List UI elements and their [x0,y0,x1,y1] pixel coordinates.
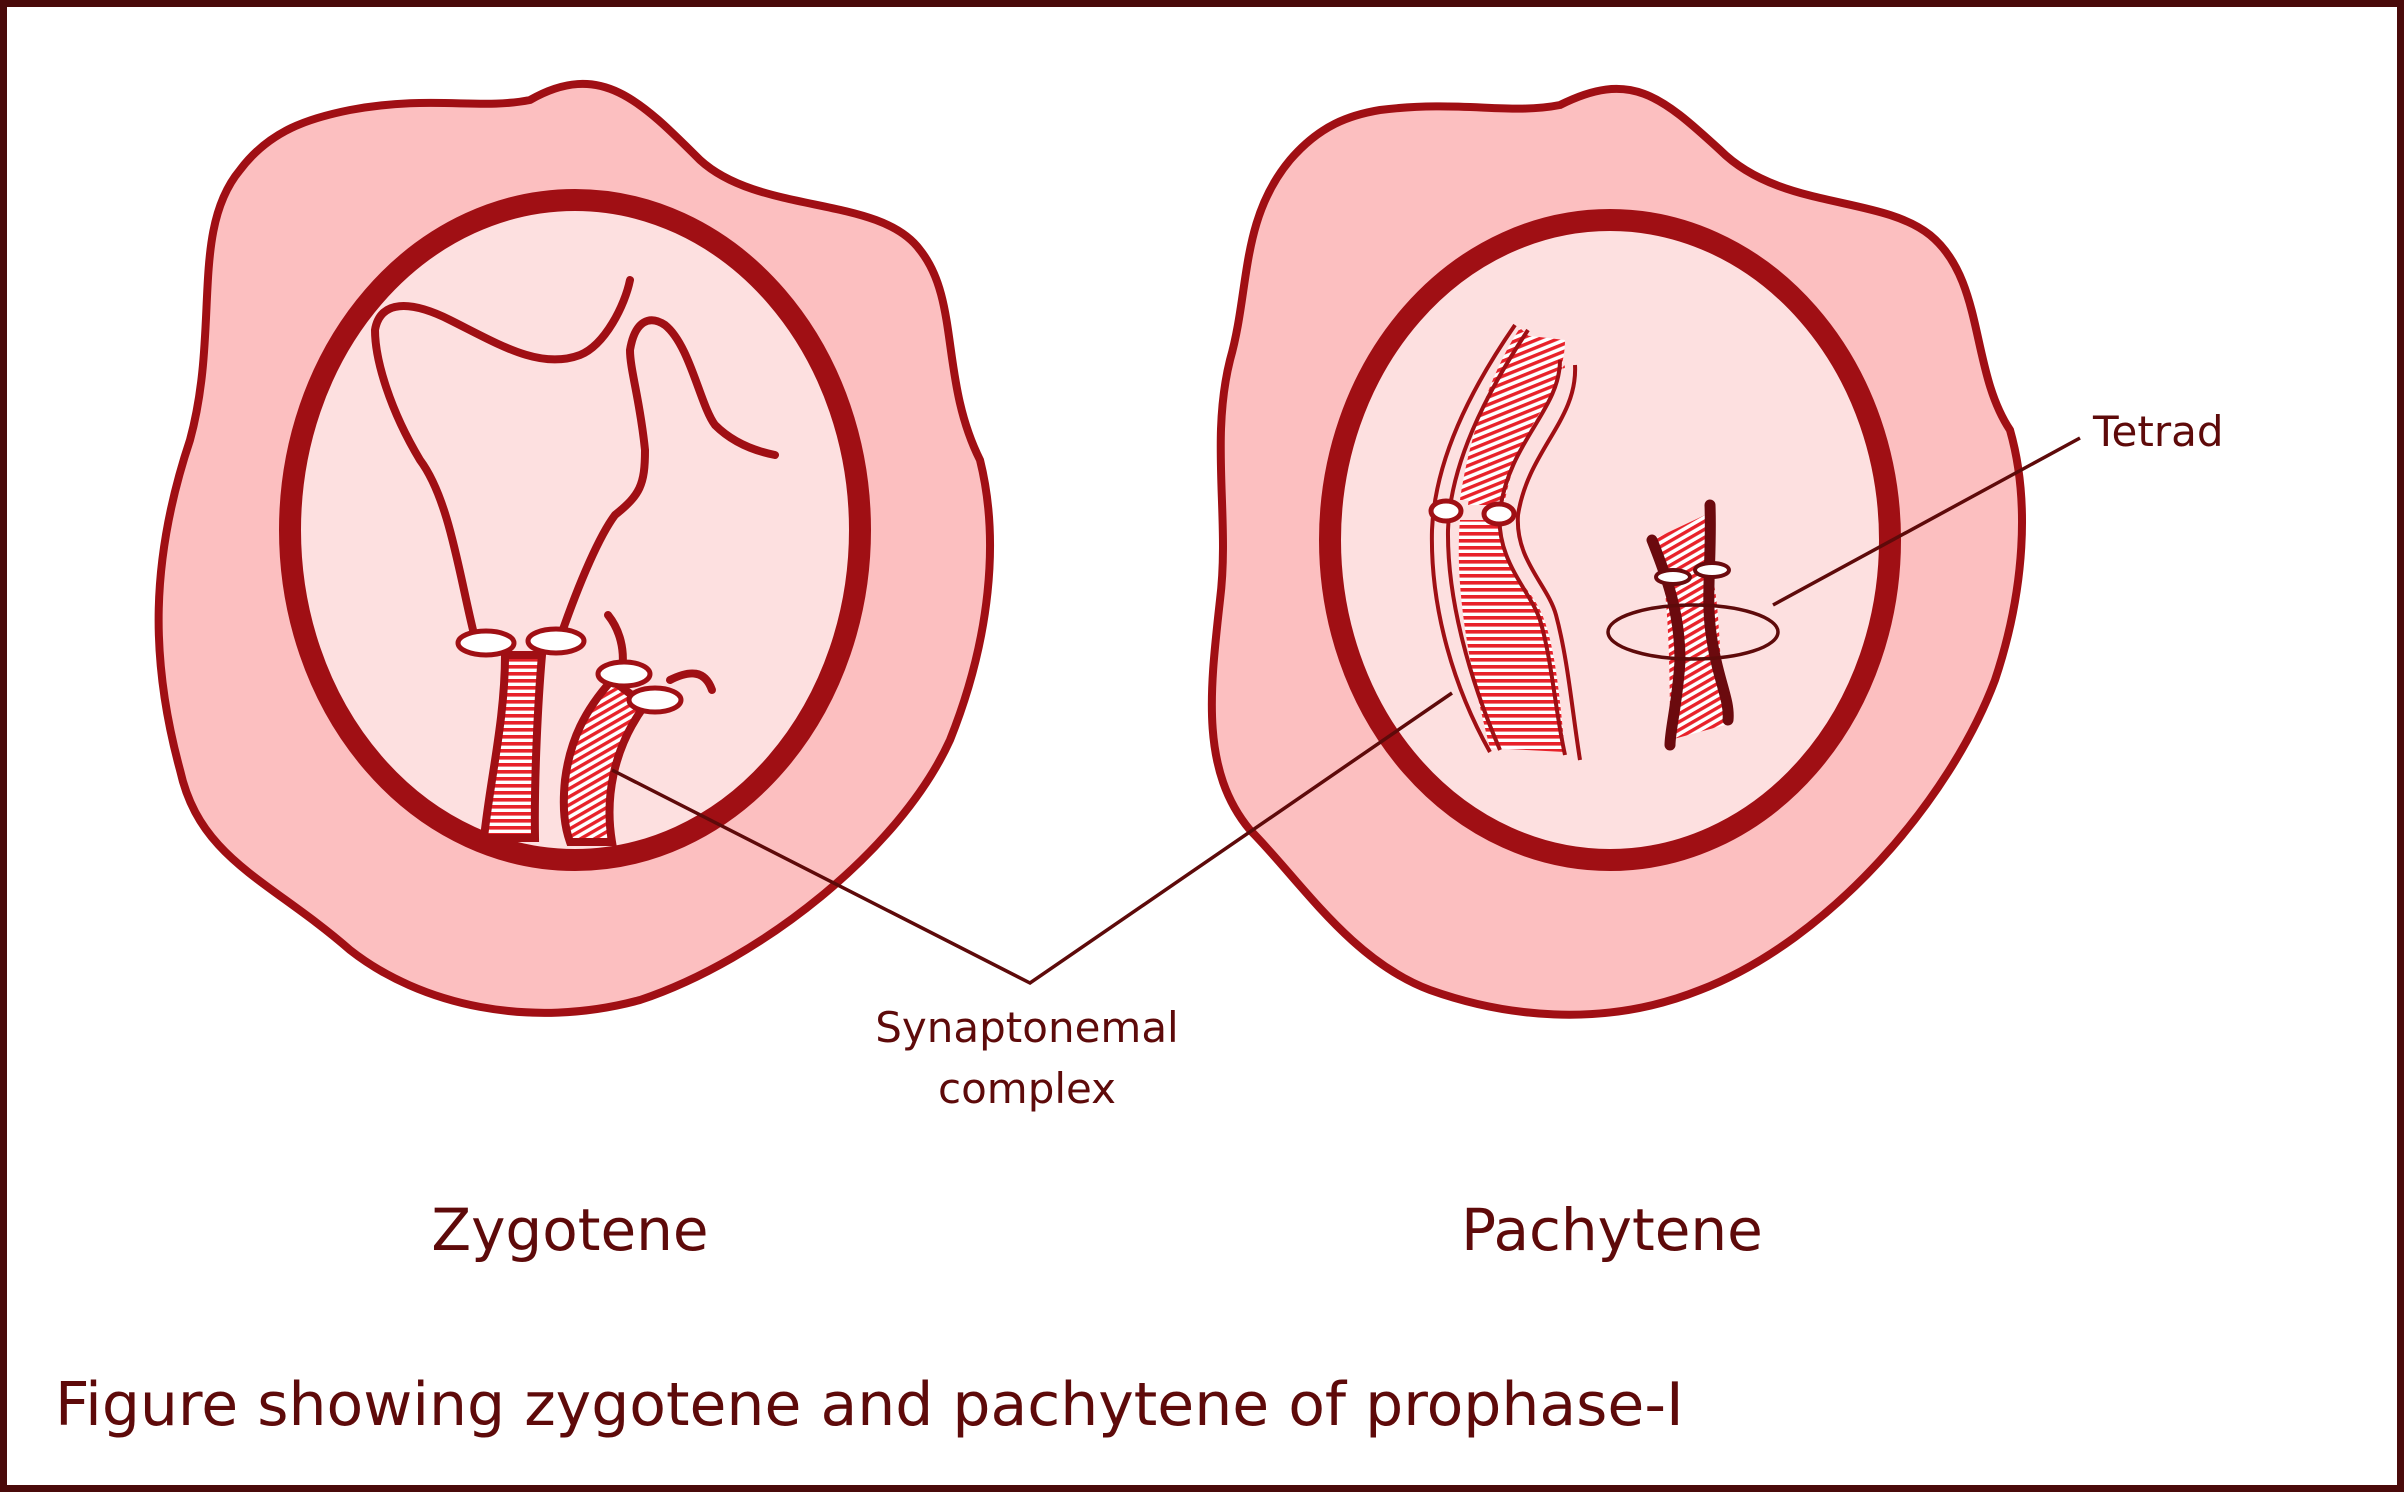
pachytene-centromere [1428,498,1464,524]
zygotene-centromere [455,628,517,658]
tetrad-leader-line [1772,436,2081,607]
synaptonemal-label-line2: complex [938,1064,1116,1113]
zygotene-centromere [525,626,587,656]
tetrad-highlight-ellipse [1606,603,1780,661]
synaptonemal-label-line1: Synaptonemal [875,1003,1178,1052]
pachytene-synapsis-lower [1458,520,1565,752]
pachytene-nucleus [1319,209,1901,871]
pachytene-strand-outer-right [1515,364,1582,761]
tetrad-chromatid-right [1703,499,1734,726]
zygotene-chromatin-loop [370,276,634,642]
zygotene-right-synapsis [559,674,651,846]
pachytene-cell [1207,84,2026,1019]
zygotene-centromere [595,659,653,689]
pachytene-strand-inner-left [1445,328,1530,751]
zygotene-right-strand-hook [666,669,716,694]
zygotene-cell [154,79,994,1017]
pachytene-strand-inner-right [1497,359,1567,756]
pachytene-synapsis-upper-fill [1468,335,1565,505]
zygotene-left-synapsis [479,651,547,842]
zygotene-centromere [626,685,684,715]
synaptonemal-leader-line [611,691,1453,986]
figure-caption: Figure showing zygotene and pachytene of… [55,1370,1684,1440]
tetrad-label: Tetrad [2092,407,2224,456]
pachytene-centromere [1481,501,1517,527]
tetrad-centromere [1693,561,1731,579]
tetrad-centromere [1654,568,1692,586]
zygotene-label: Zygotene [431,1196,708,1264]
pachytene-label: Pachytene [1461,1196,1763,1264]
pachytene-strand-outer-left [1429,323,1517,753]
leader-lines [611,436,2081,986]
zygotene-nucleus [279,189,871,871]
zygotene-chromatin-strand [556,316,779,642]
